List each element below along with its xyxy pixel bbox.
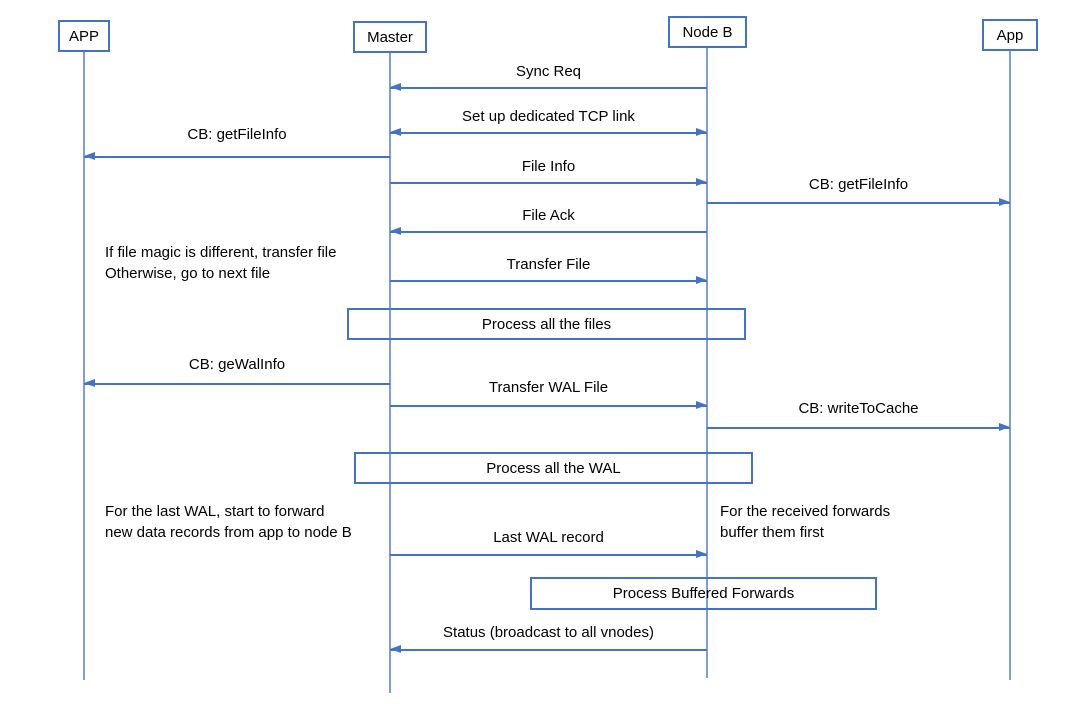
lifeline-app-right bbox=[1009, 51, 1011, 680]
arrow-right-icon bbox=[390, 402, 707, 409]
arrow-right-icon bbox=[707, 424, 1010, 431]
annotation-received-forwards: For the received forwards buffer them fi… bbox=[720, 501, 890, 543]
message-label: CB: geWalInfo bbox=[188, 356, 286, 373]
process-box-label: Process all the files bbox=[481, 315, 612, 333]
actor-box-app-right: App bbox=[982, 19, 1038, 51]
annotation-file-magic: If file magic is different, transfer fil… bbox=[105, 242, 336, 284]
message-label: CB: getFileInfo bbox=[808, 176, 909, 193]
arrow-right-icon bbox=[390, 551, 707, 558]
arrow-right-icon bbox=[390, 277, 707, 284]
actor-box-master: Master bbox=[353, 21, 427, 53]
lifeline-node-b bbox=[706, 48, 708, 678]
lifeline-master bbox=[389, 53, 391, 693]
message-label: Last WAL record bbox=[493, 529, 604, 546]
actor-box-app-left: APP bbox=[58, 20, 110, 52]
message-label: File Ack bbox=[522, 207, 575, 224]
message-label: CB: getFileInfo bbox=[187, 126, 287, 143]
actor-label-app-left: APP bbox=[68, 27, 99, 45]
annotation-line: buffer them first bbox=[720, 524, 824, 541]
message-label: Status (broadcast to all vnodes) bbox=[443, 624, 654, 641]
actor-label-node-b: Node B bbox=[682, 23, 733, 41]
process-box-wal: Process all the WAL bbox=[354, 452, 753, 484]
arrow-both-icon bbox=[390, 129, 707, 136]
arrow-right-icon bbox=[707, 199, 1010, 206]
arrow-left-icon bbox=[390, 84, 707, 91]
process-box-label: Process all the WAL bbox=[486, 459, 621, 477]
actor-label-master: Master bbox=[367, 28, 413, 46]
annotation-line: new data records from app to node B bbox=[105, 524, 352, 541]
lifeline-app-left bbox=[83, 52, 85, 680]
arrow-right-icon bbox=[390, 179, 707, 186]
arrow-left-icon bbox=[390, 646, 707, 653]
annotation-line: For the received forwards bbox=[720, 503, 891, 520]
process-box-buffered-forwards: Process Buffered Forwards bbox=[530, 577, 877, 610]
message-label: File Info bbox=[521, 158, 576, 175]
actor-label-app-right: App bbox=[996, 26, 1024, 44]
annotation-last-wal: For the last WAL, start to forward new d… bbox=[105, 501, 352, 543]
arrow-left-icon bbox=[84, 380, 390, 387]
message-label: Transfer WAL File bbox=[488, 379, 609, 396]
annotation-line: Otherwise, go to next file bbox=[105, 265, 271, 282]
annotation-line: If file magic is different, transfer fil… bbox=[105, 244, 337, 261]
message-label: CB: writeToCache bbox=[798, 400, 919, 417]
message-label: Sync Req bbox=[515, 63, 582, 80]
actor-box-node-b: Node B bbox=[668, 16, 747, 48]
message-label: Transfer File bbox=[506, 256, 591, 273]
arrow-left-icon bbox=[84, 153, 390, 160]
annotation-line: For the last WAL, start to forward bbox=[105, 503, 325, 520]
arrow-left-icon bbox=[390, 228, 707, 235]
process-box-label: Process Buffered Forwards bbox=[612, 585, 795, 602]
process-box-files: Process all the files bbox=[347, 308, 746, 340]
message-label: Set up dedicated TCP link bbox=[462, 108, 635, 125]
